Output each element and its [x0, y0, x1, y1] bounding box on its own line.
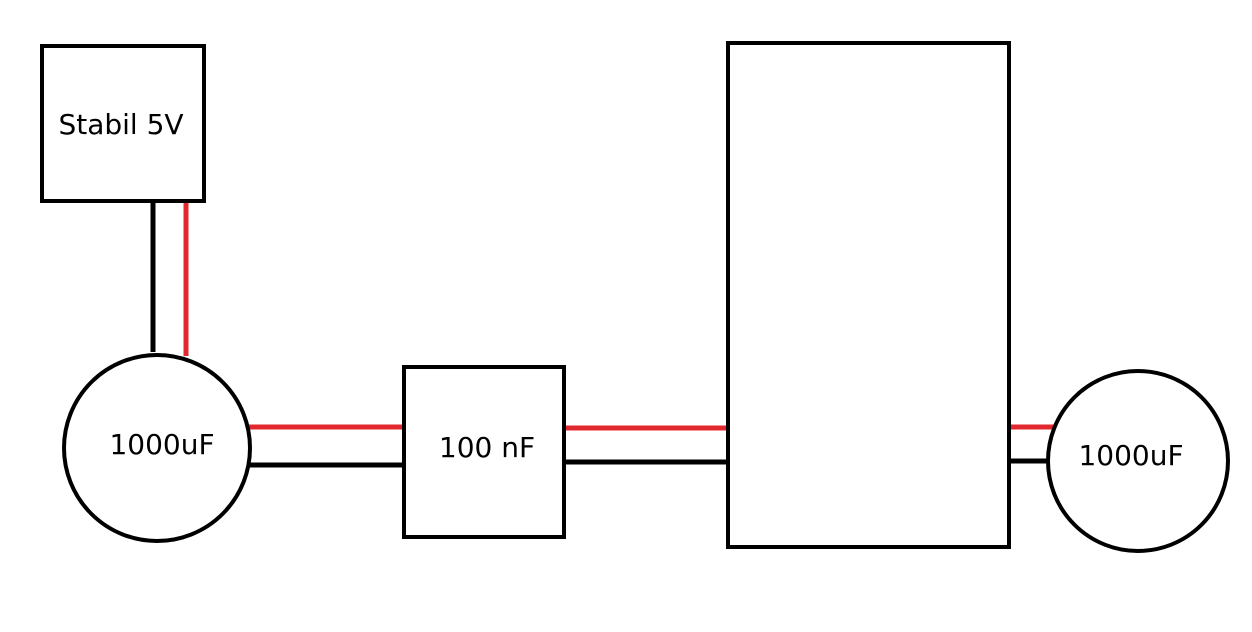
capacitor-right: 1000uF [1046, 369, 1230, 553]
regulator-label: Stabil 5V [58, 108, 183, 141]
regulator-block: Stabil 5V [40, 44, 206, 203]
capacitor-right-label: 1000uF [1078, 439, 1183, 472]
capacitor-small-block: 100 nF [402, 365, 566, 539]
capacitor-left: 1000uF [62, 353, 252, 543]
capacitor-small-label: 100 nF [439, 431, 535, 464]
load-block [726, 41, 1011, 549]
capacitor-left-label: 1000uF [109, 428, 214, 461]
